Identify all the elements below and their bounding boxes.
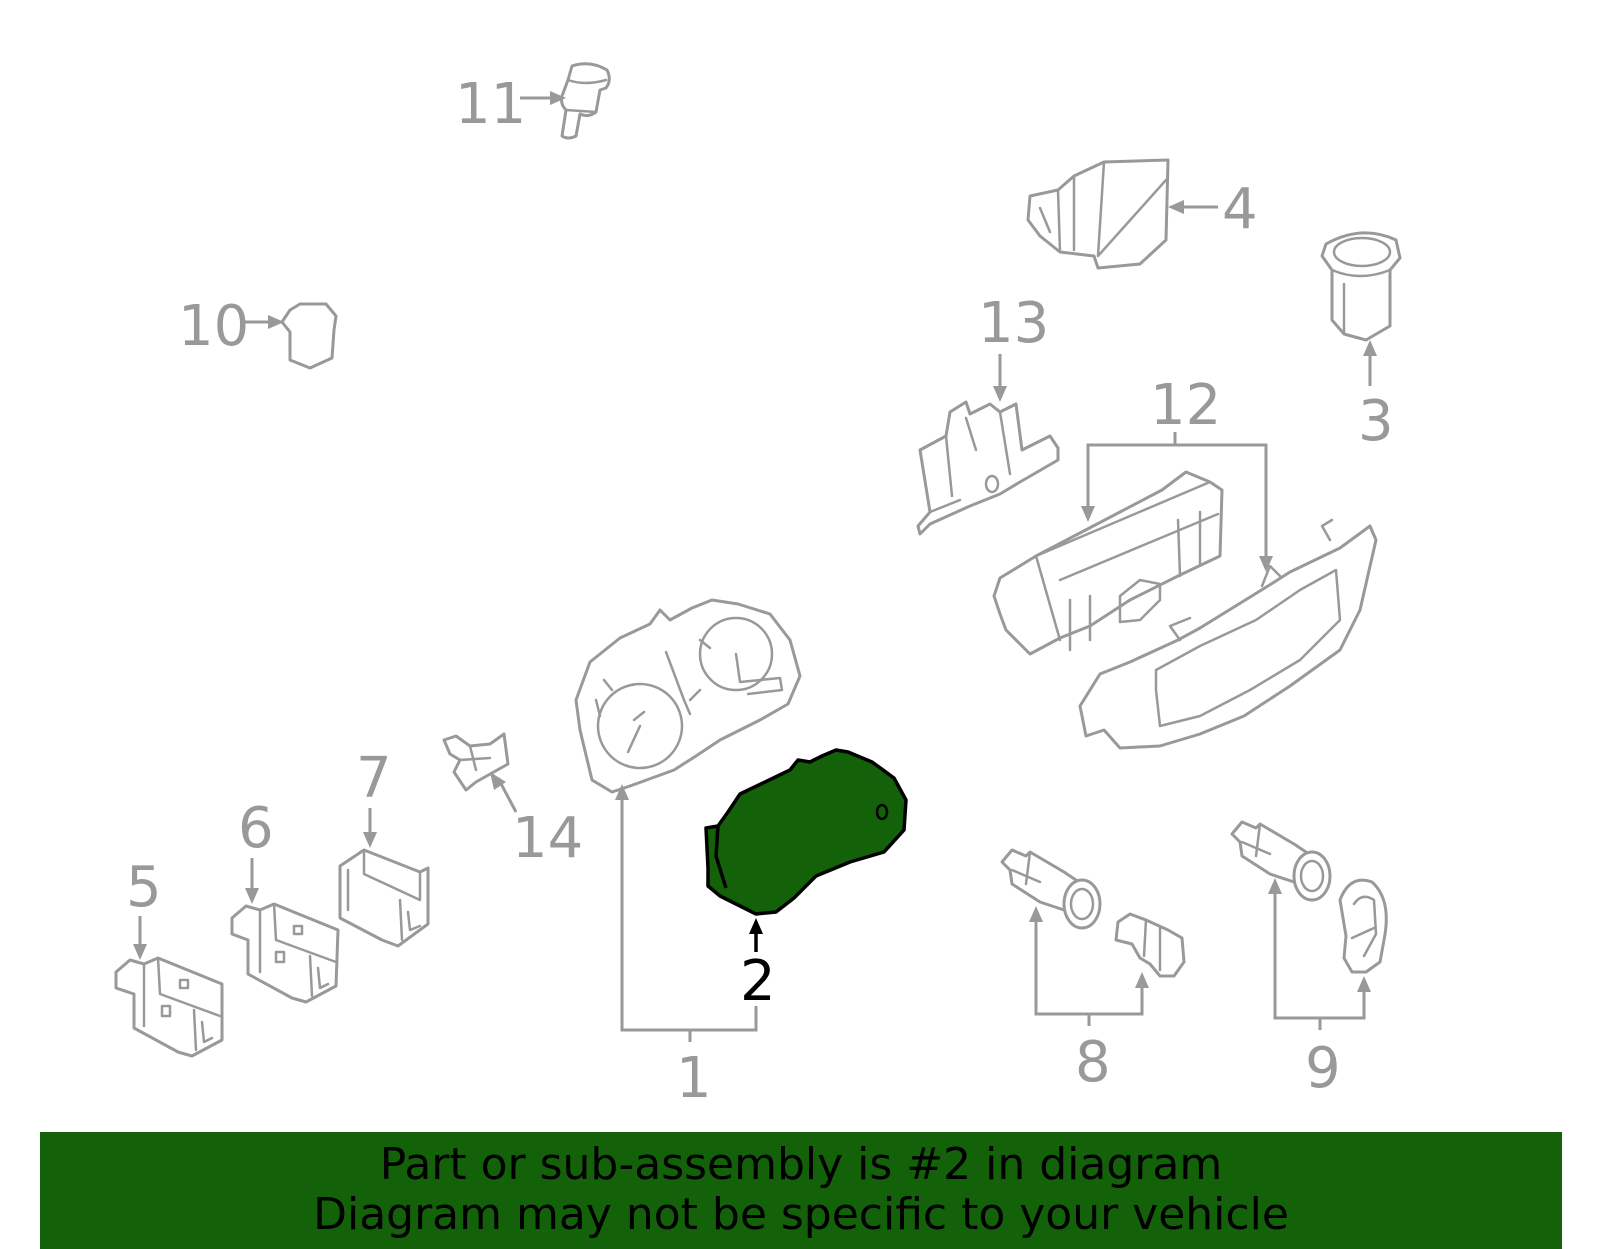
info-banner: Part or sub-assembly is #2 in diagram Di… [40,1132,1562,1249]
banner-line-1: Part or sub-assembly is #2 in diagram [379,1139,1223,1190]
callout-1: 1 [676,1046,712,1111]
callout-2: 2 [740,949,776,1014]
part-3-knob[interactable] [1320,231,1402,342]
part-6-switch[interactable] [230,902,340,1004]
part-11-clip[interactable] [560,62,611,140]
leader-11 [520,91,566,105]
part-5-switch[interactable] [114,956,224,1058]
part-4-bracket[interactable] [1026,158,1170,270]
leader-13 [993,354,1007,402]
part-12-climate-control[interactable] [992,470,1378,750]
callout-11: 11 [455,72,526,137]
part-13-bracket[interactable] [916,400,1060,536]
callout-9: 9 [1305,1036,1341,1101]
callout-14: 14 [512,806,583,871]
leader-1 [615,784,758,1042]
callout-5: 5 [126,855,162,920]
leader-7 [363,808,377,848]
leader-9 [1268,878,1371,1030]
callout-13: 13 [978,291,1049,356]
leader-14 [490,772,518,813]
part-10-plug[interactable] [280,302,338,370]
part-8-socket[interactable] [1000,848,1186,978]
callout-10: 10 [178,294,249,359]
leader-8 [1029,906,1149,1026]
callout-12: 12 [1150,373,1221,438]
part-2-meter-assembly[interactable] [704,748,908,916]
part-14-bracket[interactable] [442,732,510,792]
leader-6 [245,858,259,904]
callout-6: 6 [238,796,274,861]
leader-3 [1363,340,1377,386]
leader-12 [1081,432,1273,572]
leader-5 [133,916,147,960]
part-1-instrument-cluster[interactable] [574,598,802,794]
part-9-socket[interactable] [1230,820,1388,974]
callout-7: 7 [356,746,392,811]
callout-3: 3 [1358,389,1394,454]
leader-4 [1168,200,1218,214]
leader-2 [749,918,763,952]
callout-8: 8 [1075,1030,1111,1095]
leader-10 [240,315,284,329]
banner-line-2: Diagram may not be specific to your vehi… [313,1189,1289,1240]
callout-4: 4 [1222,177,1258,242]
part-7-switch[interactable] [338,848,430,948]
